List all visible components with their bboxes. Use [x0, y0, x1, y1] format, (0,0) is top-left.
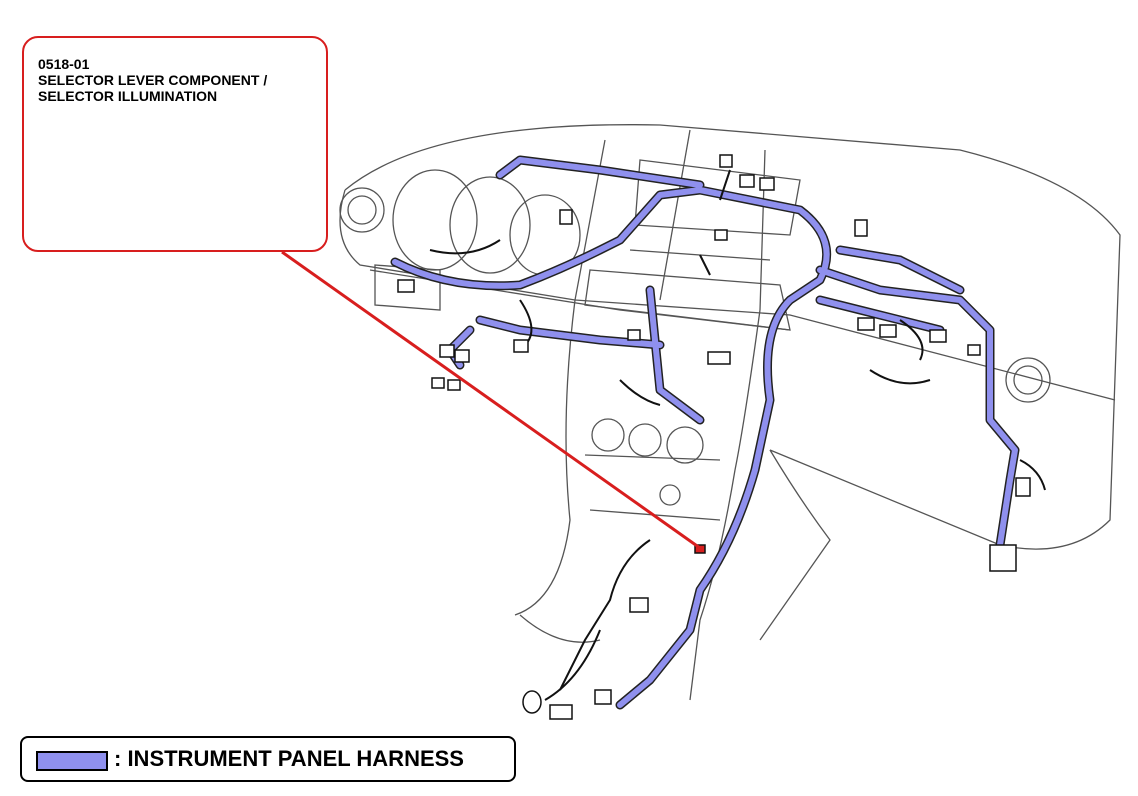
dashboard-outline	[339, 124, 1121, 701]
connector-title-line2: SELECTOR ILLUMINATION	[38, 88, 218, 104]
harness-swatch	[36, 751, 108, 771]
callout-leader-line	[281, 250, 701, 550]
connector-code: 0518-01	[38, 56, 90, 72]
connectors	[397, 154, 1031, 720]
legend: : INSTRUMENT PANEL HARNESS	[20, 736, 516, 782]
legend-label: : INSTRUMENT PANEL HARNESS	[114, 746, 464, 771]
connector-callout: 0518-01 SELECTOR LEVER COMPONENT / SELEC…	[22, 36, 328, 252]
auxiliary-wires	[429, 169, 1046, 701]
connector-title-line1: SELECTOR LEVER COMPONENT /	[38, 72, 268, 88]
instrument-panel-harness	[390, 155, 1020, 710]
